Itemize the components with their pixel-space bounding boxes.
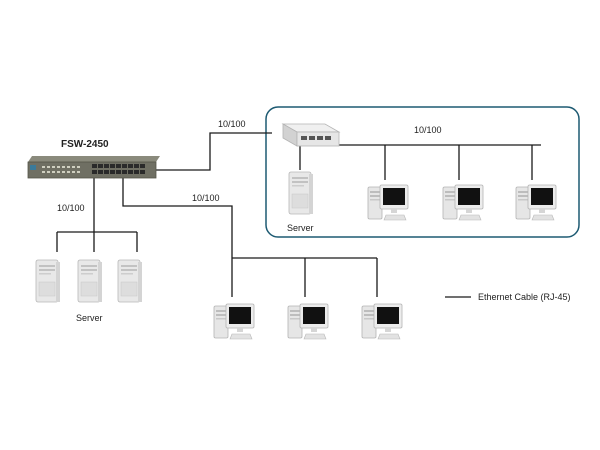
switch-model-label: FSW-2450 xyxy=(61,139,109,150)
link-speed-label: 10/100 xyxy=(414,125,442,135)
group-server-icon xyxy=(288,171,314,215)
legend: Ethernet Cable (RJ-45) xyxy=(445,292,571,302)
server-3-icon xyxy=(117,259,143,303)
ethernet-cables xyxy=(56,132,541,297)
legend-label: Ethernet Cable (RJ-45) xyxy=(478,292,571,302)
server-2-icon xyxy=(77,259,103,303)
switch-ports xyxy=(92,164,145,174)
group-switch xyxy=(281,123,341,147)
group-workstation-2-icon xyxy=(442,184,484,221)
workstation-1-icon xyxy=(213,303,255,340)
group-workstation-3-icon xyxy=(515,184,557,221)
workstation-2-icon xyxy=(287,303,329,340)
server-1-icon xyxy=(35,259,61,303)
servers-label: Server xyxy=(76,313,103,323)
main-switch xyxy=(27,156,160,179)
workstation-3-icon xyxy=(361,303,403,340)
group-workstation-1-icon xyxy=(367,184,409,221)
link-speed-label: 10/100 xyxy=(57,203,85,213)
switch-group-frame xyxy=(265,106,580,238)
link-speed-label: 10/100 xyxy=(218,119,246,129)
link-speed-label: 10/100 xyxy=(192,193,220,203)
group-server-label: Server xyxy=(287,223,314,233)
